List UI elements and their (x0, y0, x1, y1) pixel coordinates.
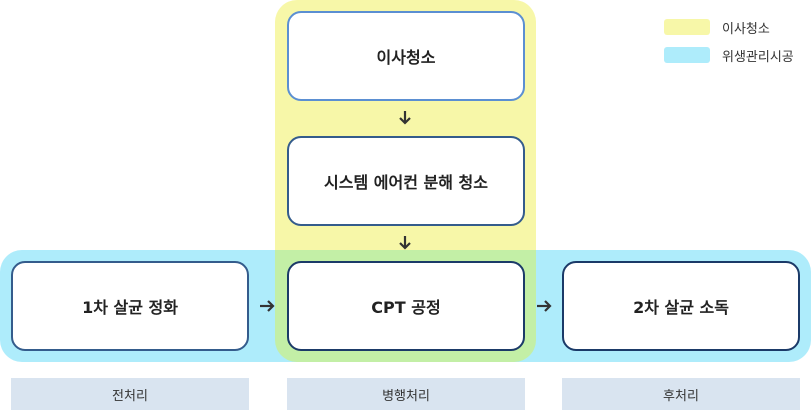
phase-post-label: 후처리 (663, 388, 699, 404)
legend-swatch-cyan (664, 47, 710, 63)
node-moving-clean-label: 이사청소 (376, 48, 436, 67)
node-cpt: CPT 공정 (287, 261, 525, 351)
legend-item-moving-clean: 이사청소 (664, 18, 794, 37)
arrow-down-icon (399, 111, 411, 125)
phase-post-treatment: 후처리 (562, 378, 800, 410)
node-moving-clean: 이사청소 (287, 11, 525, 101)
legend-swatch-yellow (664, 19, 710, 35)
phase-pre-treatment: 전처리 (11, 378, 249, 410)
legend-item-hygiene: 위생관리시공 (664, 46, 794, 65)
arrow-right-icon (537, 300, 552, 312)
node-aircon-clean-label: 시스템 에어컨 분해 청소 (324, 173, 488, 192)
arrow-down-icon (399, 236, 411, 250)
node-first-sterilize: 1차 살균 정화 (11, 261, 249, 351)
node-second-sterilize-label: 2차 살균 소독 (633, 298, 729, 317)
node-first-sterilize-label: 1차 살균 정화 (82, 298, 178, 317)
legend-label: 위생관리시공 (722, 49, 794, 65)
phase-pre-label: 전처리 (112, 388, 148, 404)
legend: 이사청소 위생관리시공 (664, 18, 794, 74)
node-second-sterilize: 2차 살균 소독 (562, 261, 800, 351)
node-aircon-clean: 시스템 에어컨 분해 청소 (287, 136, 525, 226)
phase-parallel-treatment: 병행처리 (287, 378, 525, 410)
phase-parallel-label: 병행처리 (382, 388, 430, 404)
legend-label: 이사청소 (722, 21, 770, 37)
node-cpt-label: CPT 공정 (371, 298, 441, 317)
arrow-right-icon (260, 300, 275, 312)
